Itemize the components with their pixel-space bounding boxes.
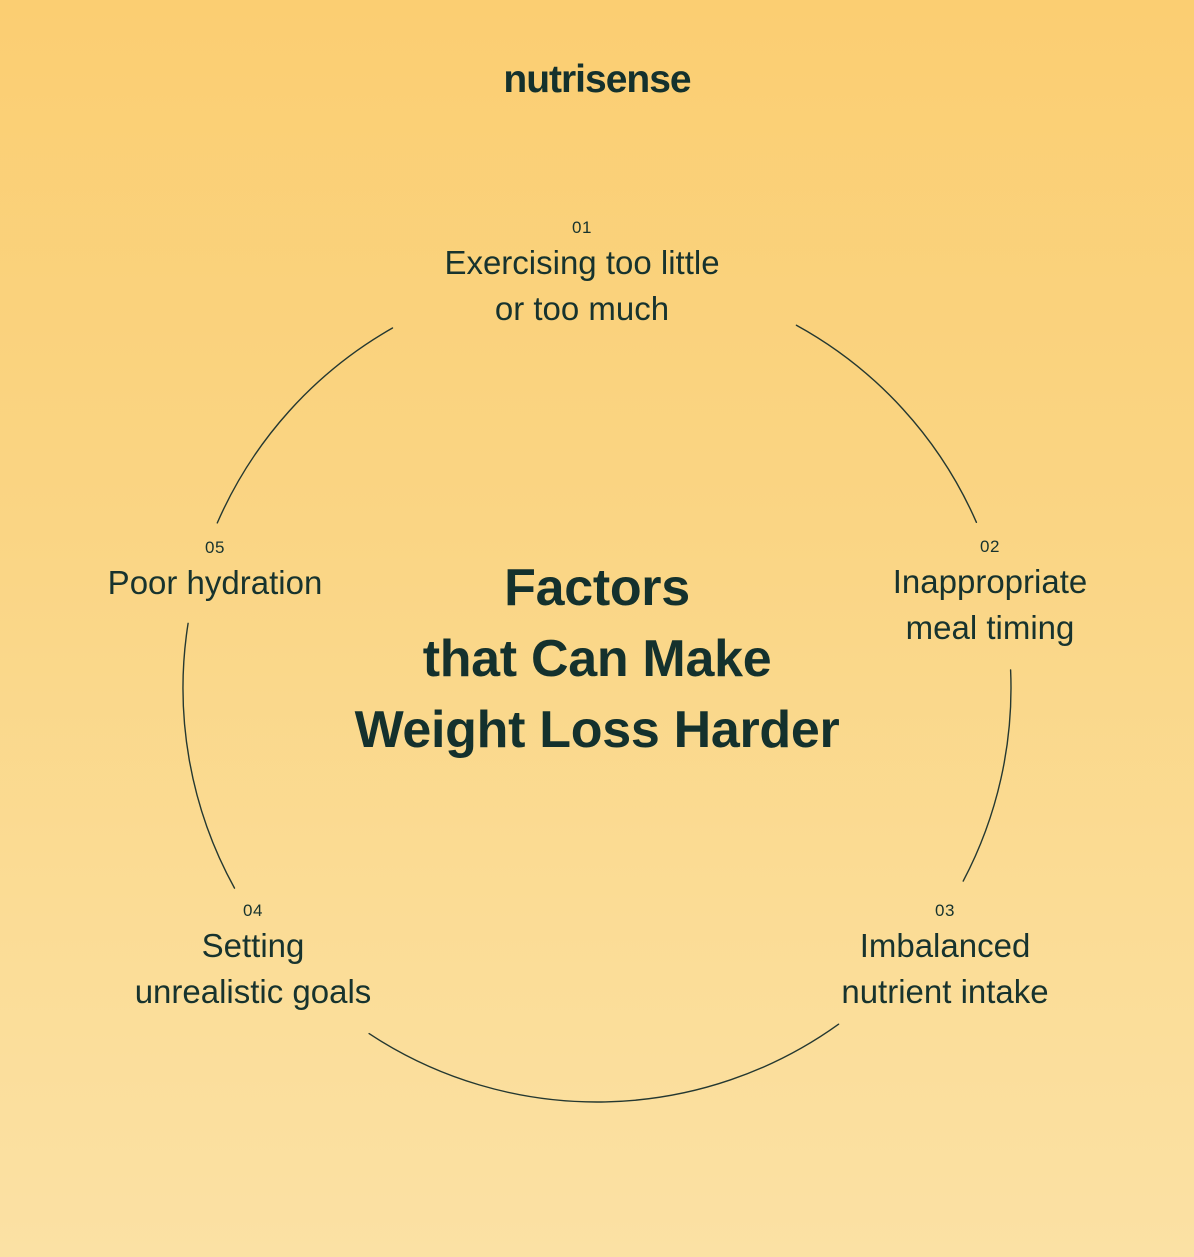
circle-arc — [182, 622, 236, 889]
factor-label-line2: nutrient intake — [841, 973, 1049, 1010]
factor-number: 01 — [571, 218, 593, 237]
circle-arc — [962, 669, 1012, 882]
factor-label-line1: Setting — [201, 927, 305, 964]
circle-arc — [368, 1023, 840, 1103]
factor-label-line1: Exercising too little — [444, 244, 720, 281]
factor-label-line1: Poor hydration — [107, 564, 323, 601]
nutrisense-logo: nutrisense — [503, 58, 691, 101]
page-title: Factors that Can Make Weight Loss Harder — [0, 553, 1194, 766]
factor-05-hydration: 05 Poor hydration — [108, 538, 323, 606]
circle-arc — [795, 324, 978, 523]
factor-number: 03 — [934, 901, 956, 920]
factor-01-exercise: 01 Exercising too little or too much — [444, 218, 719, 332]
factor-03-nutrient-intake: 03 Imbalanced nutrient intake — [841, 901, 1048, 1015]
factor-label-line1: Inappropriate — [892, 563, 1088, 600]
factor-number: 05 — [204, 538, 226, 557]
factor-label-line1: Imbalanced — [859, 927, 1031, 964]
page-title-line2: that Can Make — [422, 630, 772, 688]
factor-number: 04 — [242, 901, 264, 920]
factor-label-line2: unrealistic goals — [134, 973, 372, 1010]
factor-label-line2: or too much — [494, 290, 670, 327]
factor-02-meal-timing: 02 Inappropriate meal timing — [893, 537, 1087, 651]
page-title-line3: Weight Loss Harder — [354, 701, 840, 759]
factor-label-line2: meal timing — [905, 609, 1075, 646]
page-title-line1: Factors — [504, 559, 690, 617]
circle-arc — [216, 327, 394, 524]
factor-number: 02 — [979, 537, 1001, 556]
factor-04-unrealistic-goals: 04 Setting unrealistic goals — [135, 901, 372, 1015]
